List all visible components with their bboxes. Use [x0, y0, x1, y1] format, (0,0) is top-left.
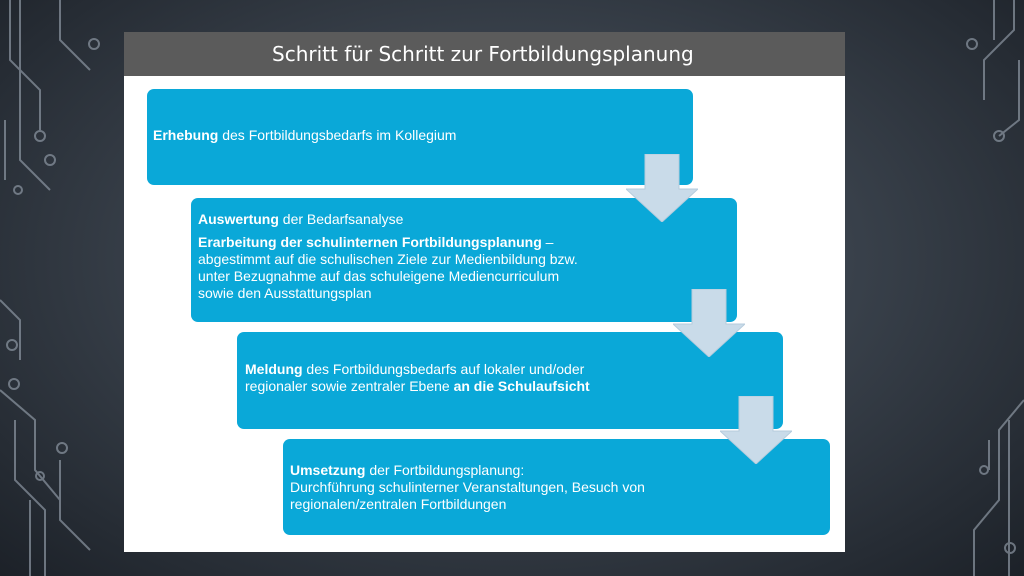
step-2-rest-2: – abgestimmt auf die schulischen Ziele z…: [198, 234, 578, 301]
step-box-3: Meldung des Fortbildungsbedarfs auf loka…: [237, 332, 783, 429]
step-1-text: Erhebung des Fortbildungsbedarfs im Koll…: [153, 127, 683, 144]
step-2-bold-2: Erarbeitung der schulinternen Fortbildun…: [198, 234, 542, 250]
slide-title: Schritt für Schritt zur Fortbildungsplan…: [124, 32, 845, 76]
step-4-line-1: Umsetzung der Fortbildungsplanung:: [290, 462, 690, 479]
step-box-2: Auswertung der Bedarfsanalyse Erarbeitun…: [191, 198, 737, 322]
step-4-bold: Umsetzung: [290, 462, 366, 478]
arrow-down-icon: [626, 154, 698, 222]
step-box-4: Umsetzung der Fortbildungsplanung: Durch…: [283, 439, 830, 535]
step-1-bold: Erhebung: [153, 127, 219, 143]
step-4-line-2: Durchführung schulinterner Veranstaltung…: [290, 479, 645, 512]
step-2-line-2: Erarbeitung der schulinternen Fortbildun…: [198, 234, 587, 302]
step-1-rest: des Fortbildungsbedarfs im Kollegium: [218, 127, 457, 143]
step-3-text: Meldung des Fortbildungsbedarfs auf loka…: [245, 361, 633, 395]
arrow-down-icon: [720, 396, 792, 464]
circuit-decoration-right: [966, 0, 1024, 576]
arrow-down-icon: [673, 289, 745, 357]
step-box-1: Erhebung des Fortbildungsbedarfs im Koll…: [147, 89, 693, 185]
step-2-bold-1: Auswertung: [198, 211, 279, 227]
step-2-rest-1: der Bedarfsanalyse: [278, 211, 404, 227]
step-3-bold-end: an die Schulaufsicht: [453, 378, 590, 394]
step-2-line-1: Auswertung der Bedarfsanalyse: [198, 211, 587, 228]
step-4-rest: der Fortbildungsplanung:: [365, 462, 525, 478]
step-3-rest: des Fortbildungsbedarfs auf lokaler und/…: [245, 361, 585, 394]
step-3-bold: Meldung: [245, 361, 303, 377]
slide: Schritt für Schritt zur Fortbildungsplan…: [124, 32, 845, 552]
circuit-decoration-left: [0, 0, 100, 576]
